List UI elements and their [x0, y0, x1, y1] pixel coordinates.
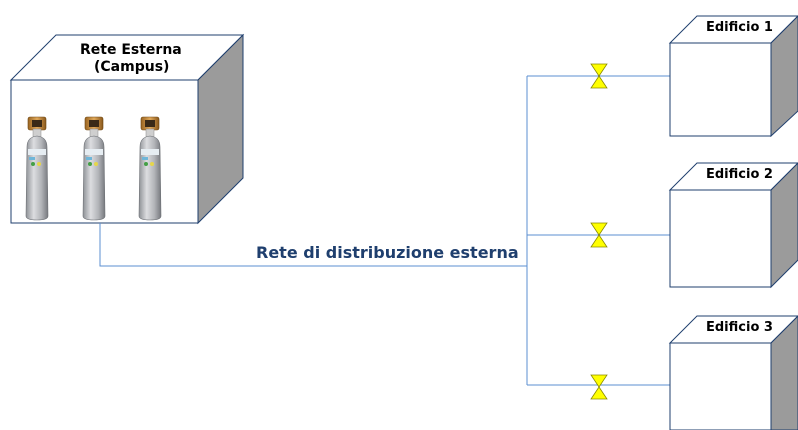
gas-cylinder-icon	[138, 116, 162, 221]
building-cube-2	[668, 162, 798, 289]
valve-icon	[590, 222, 608, 248]
network-label: Rete di distribuzione esterna	[256, 243, 519, 262]
valve-icon	[590, 63, 608, 89]
building-label-3: Edificio 3	[706, 320, 773, 335]
main-pipe	[99, 223, 527, 267]
building-cube-1	[668, 15, 798, 138]
pipe-network	[99, 75, 670, 386]
building-label-1: Edificio 1	[706, 20, 773, 35]
gas-cylinder-icon	[25, 116, 49, 221]
building-cube-3	[668, 315, 798, 430]
gas-cylinder-icon	[82, 116, 106, 221]
source-title-line1: Rete Esterna	[80, 42, 182, 58]
valve-icon	[590, 374, 608, 400]
source-title-line2: (Campus)	[94, 59, 170, 75]
building-label-2: Edificio 2	[706, 167, 773, 182]
